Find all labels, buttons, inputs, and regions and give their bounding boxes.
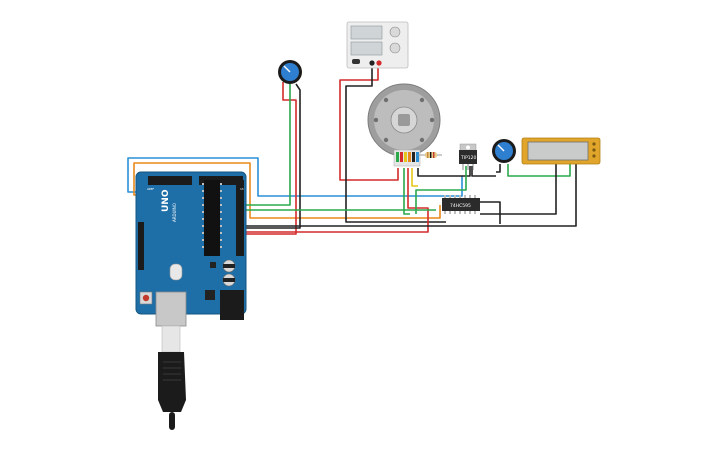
reset-button-cap[interactable] [142, 294, 150, 302]
wire-pot1-red [246, 82, 297, 235]
usb-cord [169, 412, 175, 430]
svg-text:AREF: AREF [147, 187, 154, 191]
psu-knob-1 [389, 26, 401, 38]
wire-lcd-black2 [480, 164, 557, 215]
usb-connector-metal [161, 325, 181, 353]
small-ic [210, 262, 216, 268]
wire-pot1-green [246, 84, 291, 206]
tip120-label: TIP120 [460, 155, 477, 161]
tip120-transistor[interactable]: TIP120 [459, 143, 477, 170]
potentiometer-2[interactable] [492, 139, 516, 163]
arduino-uno[interactable]: UNO ARDUINO AREF 13 [135, 171, 247, 327]
psu-display-2 [350, 41, 383, 56]
power-jack[interactable] [220, 290, 244, 320]
wire-ic-black [480, 201, 501, 224]
arduino-logo: UNO ARDUINO [161, 189, 177, 222]
wire-tip-black [471, 166, 496, 177]
svg-text:ARDUINO: ARDUINO [172, 203, 177, 222]
wire-motor-red [246, 168, 429, 233]
psu-display-1 [350, 25, 383, 40]
usb-plug-body [158, 352, 186, 412]
shift-register-ic[interactable]: 74HC595 [442, 195, 480, 214]
power-header[interactable] [138, 222, 144, 270]
psu-knob-2 [389, 42, 401, 54]
lcd-screen [527, 141, 589, 161]
psu-terminal-black [369, 60, 375, 66]
usb-grip-lines [163, 361, 181, 381]
wire-blue [127, 157, 463, 197]
wire-psu-red [339, 66, 399, 181]
resistor[interactable] [418, 152, 442, 158]
ic-body [442, 198, 480, 211]
tip120-body [459, 150, 477, 164]
psu-terminal-red [376, 60, 382, 66]
digital-header-2[interactable] [148, 176, 192, 185]
psu-switch [352, 59, 360, 64]
atmega-chip [204, 180, 220, 256]
power-supply[interactable] [346, 21, 409, 69]
voltage-regulator [205, 290, 215, 300]
wire-motor-green [403, 168, 410, 215]
potentiometer-1[interactable] [278, 60, 302, 84]
wire-motor-yellow [411, 168, 418, 187]
usb-cable[interactable] [158, 325, 186, 430]
wire-tip-green [415, 166, 467, 214]
wire-orange [133, 162, 441, 219]
wire-psu-black [345, 66, 446, 223]
svg-text:UNO: UNO [161, 189, 171, 212]
motor-shaft [398, 114, 410, 126]
wire-pot1-black [246, 83, 301, 229]
wire-pot2-black [496, 164, 501, 173]
usb-port[interactable] [155, 291, 187, 327]
digital-header[interactable] [199, 176, 243, 185]
wires [127, 66, 577, 235]
chip-pins [202, 183, 222, 248]
wire-motor-black [417, 166, 471, 177]
lcd-module[interactable] [521, 137, 601, 165]
dc-motor[interactable] [367, 83, 441, 167]
right-header[interactable] [236, 180, 244, 256]
wire-pot2-green [507, 164, 571, 177]
wire-lcd-black [246, 164, 577, 227]
crystal [169, 263, 183, 281]
ic-label: 74HC595 [450, 203, 471, 209]
pin-labels: AREF 13 [147, 187, 244, 191]
svg-text:13: 13 [240, 187, 244, 191]
